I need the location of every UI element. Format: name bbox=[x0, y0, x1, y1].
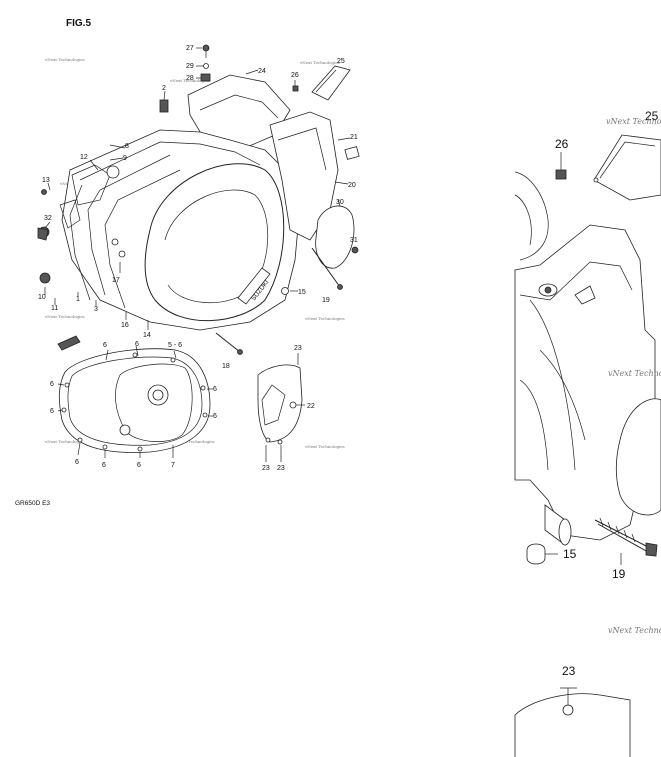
screw-part-26 bbox=[292, 80, 299, 92]
callout-15: 15 bbox=[563, 547, 577, 561]
callout-28: 28 bbox=[186, 75, 194, 82]
washer-part-29 bbox=[196, 63, 209, 69]
watermark: vNext Technologies bbox=[44, 314, 85, 319]
callout-30: 30 bbox=[336, 199, 344, 206]
callout-1: 1 bbox=[76, 296, 80, 303]
callout-23: 23 bbox=[277, 465, 285, 472]
gasket-cover-lower bbox=[58, 348, 211, 453]
watermark: vNext Techno bbox=[608, 369, 661, 378]
callout-15: 15 bbox=[298, 289, 306, 296]
callout-7: 7 bbox=[171, 462, 175, 469]
bolt-part-31 bbox=[351, 246, 359, 254]
callout-9: 9 bbox=[123, 155, 127, 162]
callout-23: 23 bbox=[262, 465, 270, 472]
watermark: vNext Technologies bbox=[174, 439, 215, 444]
fwd-tag bbox=[57, 335, 81, 351]
callout-18: 18 bbox=[222, 363, 230, 370]
callout-5-6: 5 - 6 bbox=[168, 342, 182, 349]
callout-12: 12 bbox=[80, 154, 88, 161]
plate-part-25 bbox=[311, 65, 351, 101]
callout-27: 27 bbox=[186, 45, 194, 52]
callout-23: 23 bbox=[562, 664, 576, 678]
callout-6: 6 bbox=[50, 408, 54, 415]
callout-25: 25 bbox=[337, 58, 345, 65]
callout-20: 20 bbox=[348, 182, 356, 189]
zoom-detail bbox=[514, 134, 661, 757]
callout-6: 6 bbox=[102, 462, 106, 469]
callout-10: 10 bbox=[38, 294, 46, 301]
callout-22: 22 bbox=[307, 403, 315, 410]
side-plate-part-22 bbox=[257, 364, 303, 445]
leader-lines bbox=[44, 69, 351, 462]
callout-31: 31 bbox=[350, 237, 358, 244]
callout-13: 13 bbox=[42, 177, 50, 184]
callout-21: 21 bbox=[350, 134, 358, 141]
bolt-part-32 bbox=[37, 227, 49, 241]
watermark: vNext Technologies bbox=[299, 60, 340, 65]
cap-part-21 bbox=[344, 146, 360, 160]
watermark: vNext Technologies bbox=[304, 316, 345, 321]
bolt-part-19 bbox=[311, 247, 343, 290]
callout-26: 26 bbox=[555, 137, 569, 151]
callout-6: 6 bbox=[50, 381, 54, 388]
callout-8: 8 bbox=[125, 143, 129, 150]
cover-part-30 bbox=[315, 205, 355, 269]
callout-29: 29 bbox=[186, 63, 194, 70]
callout-23: 23 bbox=[294, 345, 302, 352]
callout-32: 32 bbox=[44, 215, 52, 222]
bolt-part-13 bbox=[41, 189, 47, 195]
callout-24: 24 bbox=[258, 68, 266, 75]
cap-part-28 bbox=[196, 73, 211, 82]
watermark: vNext Techno bbox=[608, 626, 661, 635]
callout-16: 16 bbox=[121, 322, 129, 329]
watermark: vNext Technologies bbox=[169, 78, 210, 83]
watermark: vNext Technologies bbox=[304, 444, 345, 449]
callout-6: 6 bbox=[135, 341, 139, 348]
callout-19: 19 bbox=[322, 297, 330, 304]
watermark: vNext Technologies bbox=[44, 57, 85, 62]
engine-cover-assembly: SUZUKI bbox=[38, 129, 301, 331]
callout-19: 19 bbox=[612, 567, 626, 581]
callout-6: 6 bbox=[103, 342, 107, 349]
plug-part-15 bbox=[281, 287, 289, 295]
plug-part-2 bbox=[159, 90, 169, 113]
callout-14: 14 bbox=[143, 332, 151, 339]
bolt-part-27 bbox=[196, 44, 210, 58]
callout-6: 6 bbox=[75, 459, 79, 466]
callout-3: 3 bbox=[94, 306, 98, 313]
callout-2: 2 bbox=[162, 85, 166, 92]
callout-26: 26 bbox=[291, 72, 299, 79]
callout-25: 25 bbox=[645, 109, 659, 123]
watermark: vNext Technologies bbox=[44, 439, 85, 444]
bolt-part-18 bbox=[215, 332, 243, 355]
figure-title: FIG.5 bbox=[66, 18, 91, 29]
callout-11: 11 bbox=[51, 305, 58, 312]
callout-17: 17 bbox=[112, 277, 120, 284]
figure-code: GR650D E3 bbox=[15, 500, 50, 507]
watermark: vNext Techno bbox=[606, 117, 661, 126]
callout-6: 6 bbox=[137, 462, 141, 469]
callout-6: 6 bbox=[213, 386, 217, 393]
callout-6: 6 bbox=[213, 413, 217, 420]
